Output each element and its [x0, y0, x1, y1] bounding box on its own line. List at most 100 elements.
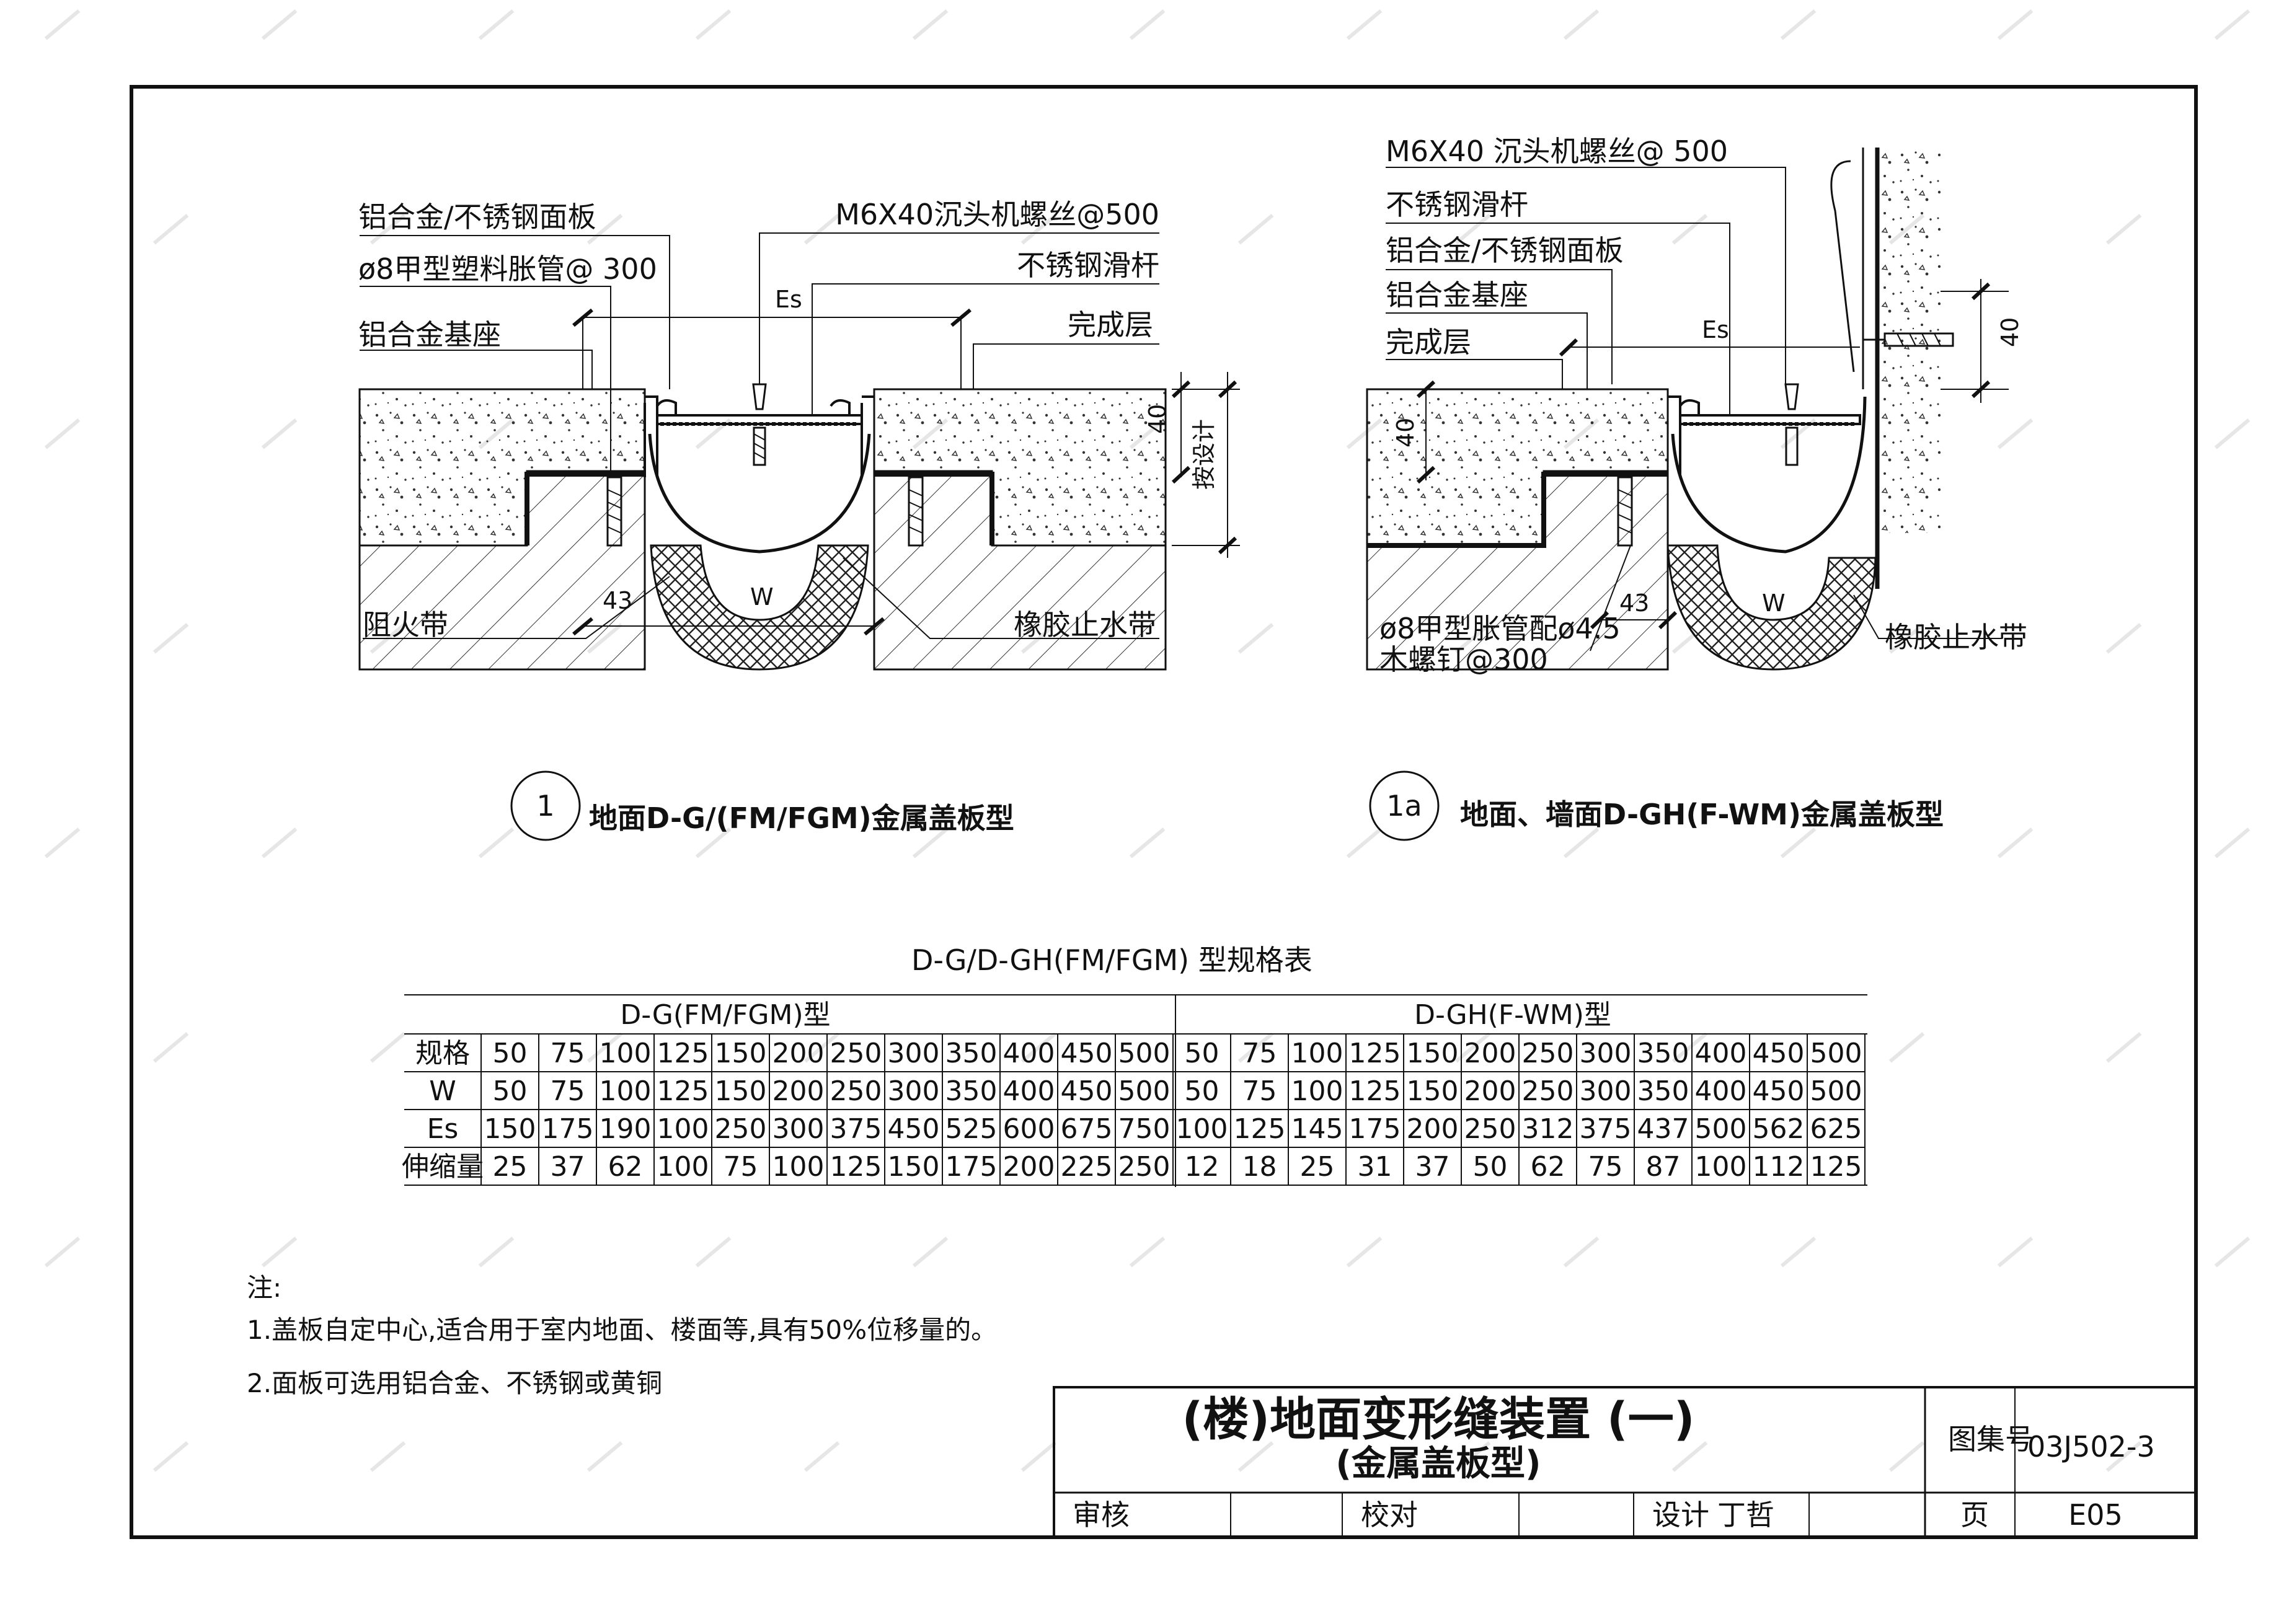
- detail-1-label-face-plate: 铝合金/不锈钢面板: [358, 200, 596, 234]
- watermark-mark: [370, 1032, 406, 1063]
- watermark-mark: [261, 418, 298, 449]
- watermark-mark: [1237, 1441, 1274, 1472]
- spec-table-cell: 150: [715, 1038, 767, 1069]
- watermark-mark: [1997, 827, 2034, 858]
- spec-table-cell: 450: [1061, 1075, 1113, 1107]
- title-block-design-label: 设计: [1652, 1498, 1709, 1532]
- spec-table-cell: 150: [1407, 1038, 1459, 1069]
- spec-table-cell: 450: [1753, 1075, 1805, 1107]
- spec-table-cell: 675: [1061, 1113, 1113, 1145]
- spec-table-row-label: W: [429, 1075, 456, 1107]
- watermark-mark: [478, 1237, 515, 1268]
- spec-table-cell: 75: [1242, 1075, 1277, 1107]
- spec-table-cell: 150: [1407, 1075, 1459, 1107]
- watermark-mark: [2214, 827, 2251, 858]
- detail-1-marker-number: 1: [536, 789, 554, 823]
- detail-1a-label-finish: 完成层: [1386, 325, 1471, 359]
- watermark-mark: [2105, 623, 2142, 654]
- watermark-mark: [261, 827, 298, 858]
- detail-1a-fire-barrier: [1667, 544, 1877, 671]
- detail-1-label-base: 铝合金基座: [358, 318, 501, 351]
- spec-table-cell: 145: [1291, 1113, 1343, 1145]
- spec-table-cell: 175: [542, 1113, 594, 1145]
- watermark-mark: [803, 1032, 840, 1063]
- spec-table-cell: 500: [1695, 1113, 1747, 1145]
- detail-1a-marker-circle: [1369, 770, 1440, 841]
- watermark-mark: [1454, 214, 1491, 245]
- detail-1a-dim-w: W: [1762, 589, 1786, 617]
- watermark-mark: [261, 9, 298, 40]
- spec-table-cell: 450: [1061, 1038, 1113, 1069]
- spec-table-cell: 62: [1531, 1151, 1565, 1183]
- watermark-mark: [44, 1237, 81, 1268]
- watermark-mark: [1346, 9, 1383, 40]
- spec-table-cell: 125: [1349, 1038, 1401, 1069]
- spec-table-cell: 350: [945, 1038, 998, 1069]
- watermark-mark: [1020, 1441, 1057, 1472]
- spec-table-cell: 100: [600, 1075, 652, 1107]
- watermark-mark: [1129, 9, 1166, 40]
- spec-table-cell: 250: [1522, 1075, 1574, 1107]
- spec-table-cell: 150: [715, 1075, 767, 1107]
- notes-item-2: 2.面板可选用铝合金、不锈钢或黄铜: [247, 1368, 662, 1398]
- watermark-mark: [586, 1441, 623, 1472]
- notes-item-1: 1.盖板自定中心,适合用于室内地面、楼面等,具有50%位移量的。: [247, 1315, 997, 1345]
- spec-table-cell: 125: [657, 1038, 709, 1069]
- watermark-mark: [1780, 1237, 1817, 1268]
- detail-1a-drawing: [1366, 148, 2009, 671]
- spec-table-cell: 12: [1185, 1151, 1219, 1183]
- spec-table-cell: 175: [1349, 1113, 1401, 1145]
- spec-table-cell: 150: [888, 1151, 940, 1183]
- watermark-mark: [803, 1441, 840, 1472]
- spec-table-cell: 350: [945, 1075, 998, 1107]
- watermark-mark: [1020, 214, 1057, 245]
- watermark-mark: [1346, 1237, 1383, 1268]
- detail-1a-dim-40-right: 40: [1996, 317, 2024, 347]
- spec-table-cell: 100: [657, 1113, 709, 1145]
- spec-table-cell: 200: [1407, 1113, 1459, 1145]
- watermark-mark: [2214, 418, 2251, 449]
- spec-table-cell: 450: [1753, 1038, 1805, 1069]
- title-block-review-label: 审核: [1073, 1498, 1130, 1532]
- detail-1a-dim-40-left: 40: [1392, 418, 1419, 448]
- spec-table-cell: 190: [600, 1113, 652, 1145]
- spec-table-cell: 625: [1810, 1113, 1862, 1145]
- spec-table-cell: 300: [1580, 1038, 1632, 1069]
- title-block-subtitle: (金属盖板型): [1335, 1444, 1541, 1484]
- watermark-mark: [2214, 9, 2251, 40]
- watermark-mark: [1780, 418, 1817, 449]
- spec-table-cell: 350: [1637, 1075, 1689, 1107]
- detail-1a-wall: [1879, 148, 1941, 533]
- watermark-mark: [261, 1237, 298, 1268]
- spec-table-cell: 450: [888, 1113, 940, 1145]
- watermark-mark: [44, 418, 81, 449]
- watermark-mark: [1780, 9, 1817, 40]
- detail-1a-label-base: 铝合金基座: [1386, 278, 1528, 312]
- detail-1a-label-screw: M6X40 沉头机螺丝@ 500: [1386, 135, 1728, 168]
- spec-table-cell: 100: [1695, 1151, 1747, 1183]
- spec-table-cell: 200: [772, 1075, 825, 1107]
- spec-table-cell: 37: [1415, 1151, 1450, 1183]
- spec-table-cell: 100: [772, 1151, 825, 1183]
- spec-table-cell: 100: [657, 1151, 709, 1183]
- spec-table-cell: 150: [484, 1113, 536, 1145]
- detail-1-label-fire-barrier: 阻火带: [363, 608, 448, 642]
- detail-1a-label-face-plate: 铝合金/不锈钢面板: [1386, 234, 1624, 267]
- watermark-mark: [44, 9, 81, 40]
- detail-1-marker-circle: [510, 770, 581, 841]
- spec-table-cell: 350: [1637, 1038, 1689, 1069]
- spec-table-group-left: D-G(FM/FGM)型: [620, 999, 830, 1031]
- spec-table-cell: 50: [493, 1038, 528, 1069]
- detail-1a-dim-es: Es: [1702, 316, 1729, 343]
- watermark-mark: [912, 9, 949, 40]
- watermark-mark: [1563, 9, 1600, 40]
- watermark-mark: [2105, 1032, 2142, 1063]
- spec-table-cell: 100: [1291, 1038, 1343, 1069]
- spec-table-cell: 200: [772, 1038, 825, 1069]
- spec-table-cell: 125: [1349, 1075, 1401, 1107]
- detail-1-label-anchor: ø8甲型塑料胀管@ 300: [358, 252, 657, 286]
- watermark-mark: [1780, 827, 1817, 858]
- watermark-mark: [912, 827, 949, 858]
- spec-table-cell: 600: [1003, 1113, 1055, 1145]
- watermark-mark: [1454, 1441, 1491, 1472]
